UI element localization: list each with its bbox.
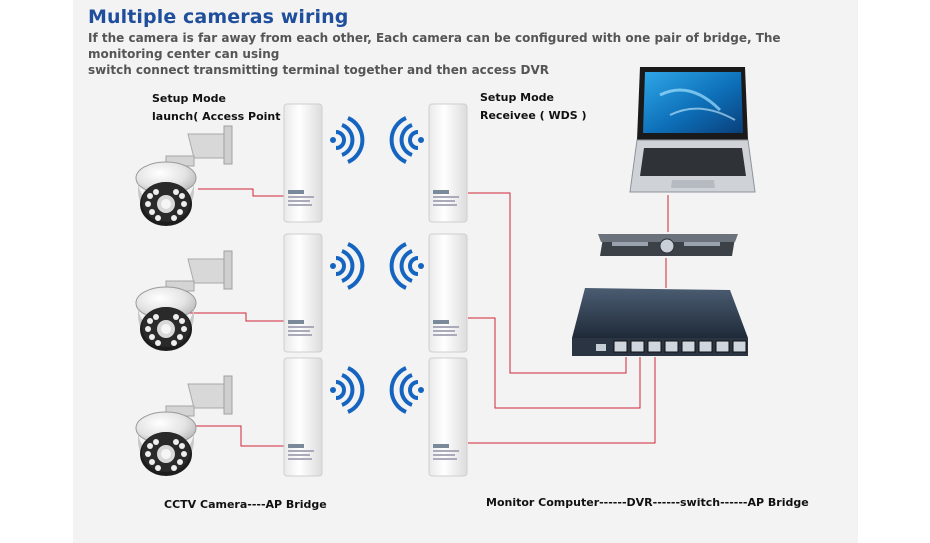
left-caption: CCTV Camera----AP Bridge — [164, 498, 327, 511]
right-setup-mode: Setup Mode — [480, 91, 555, 104]
page-subtitle: If the camera is far away from each othe… — [88, 30, 858, 78]
page-title: Multiple cameras wiring — [88, 6, 349, 28]
wire-camera1 — [198, 188, 285, 197]
left-setup-detail: launch( Access Point WDS) — [152, 110, 319, 123]
wifi-signal-icon — [328, 366, 365, 414]
right-setup-detail: Receivee ( WDS ) — [480, 109, 587, 122]
wires — [176, 188, 669, 447]
wire-bridge2-switch — [468, 317, 641, 409]
wifi-signal-icon — [389, 116, 426, 164]
ap-bridge-icon — [283, 233, 323, 353]
dvr-icon — [598, 234, 738, 256]
wire-camera2 — [185, 312, 285, 322]
wifi-signal-icon — [328, 242, 365, 290]
wifi-signal-icon — [389, 242, 426, 290]
ap-bridge-icon — [428, 357, 468, 477]
right-setup-label: Setup Mode Receivee ( WDS ) — [480, 89, 587, 125]
left-setup-label: Setup Mode launch( Access Point WDS) — [152, 90, 319, 126]
wire-bridge1-switch — [468, 192, 627, 374]
wire-bridge3-switch — [468, 357, 656, 444]
laptop-icon — [629, 67, 756, 193]
ap-bridge-icon — [428, 233, 468, 353]
wire-camera3 — [176, 425, 285, 447]
subtitle-line-2: switch connect transmitting terminal tog… — [88, 63, 549, 77]
wifi-signal-icon — [328, 116, 365, 164]
ptz-camera-icon — [135, 125, 233, 227]
wifi-signal-icon — [389, 366, 426, 414]
left-setup-mode: Setup Mode — [152, 92, 227, 105]
ap-bridge-icon — [283, 103, 323, 223]
ap-bridge-icon — [283, 357, 323, 477]
ptz-camera-icon — [135, 250, 233, 352]
ap-bridge-icon — [428, 103, 468, 223]
subtitle-line-1: If the camera is far away from each othe… — [88, 31, 781, 61]
right-caption: Monitor Computer------DVR------switch---… — [486, 496, 809, 509]
network-switch-icon — [572, 288, 748, 356]
